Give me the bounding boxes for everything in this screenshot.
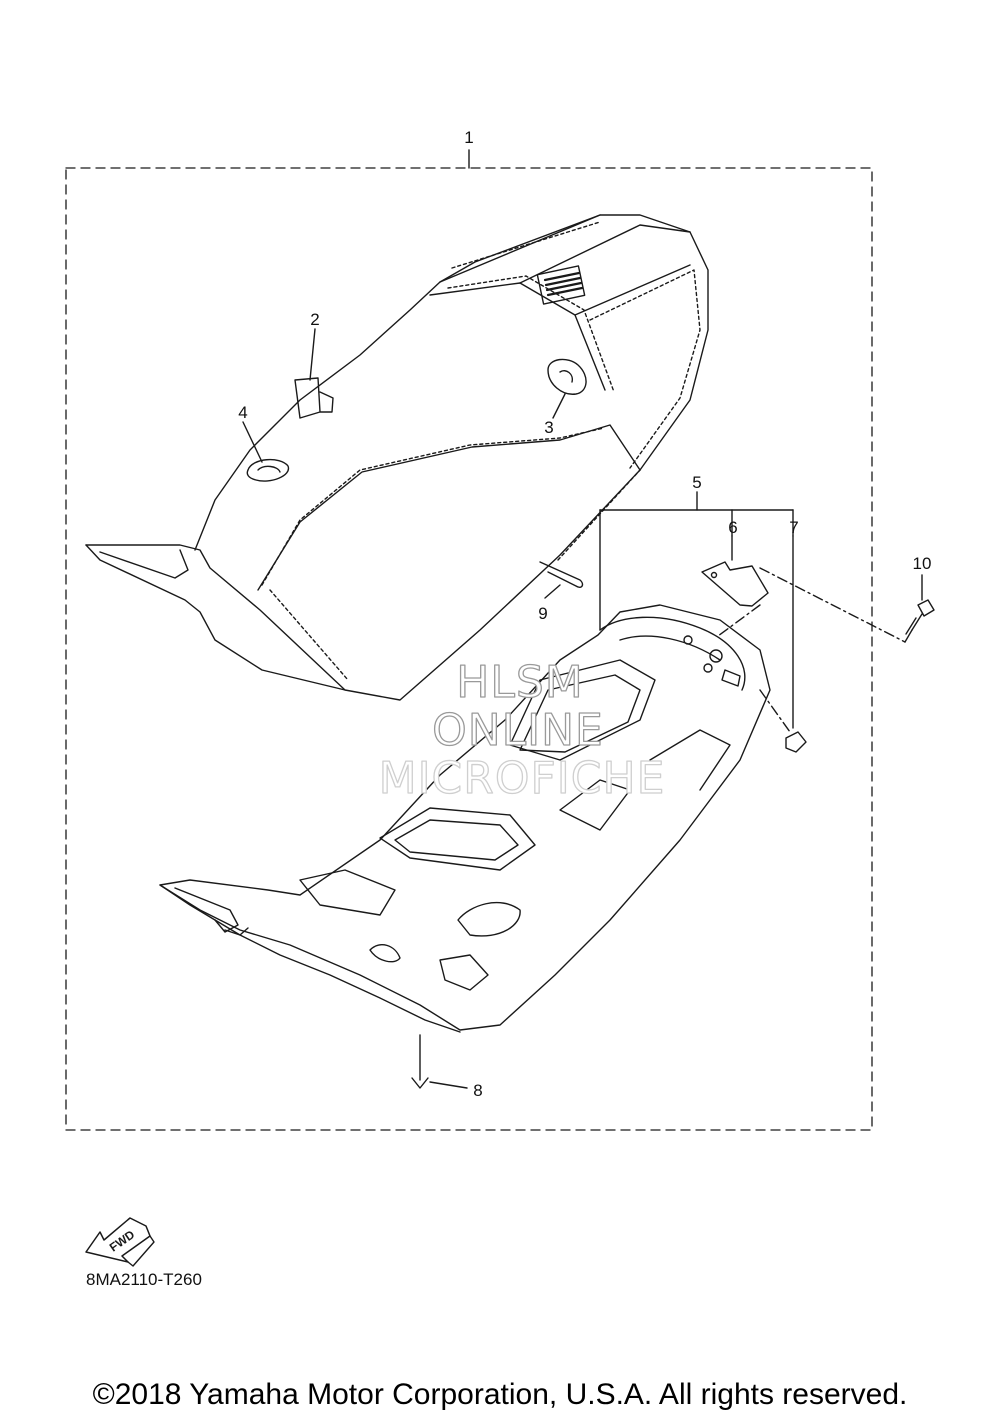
part-9-clip xyxy=(539,561,584,589)
callout-10: 10 xyxy=(913,554,932,573)
callout-8: 8 xyxy=(473,1081,482,1100)
part-2-strap xyxy=(294,377,334,419)
watermark-line-2: ONLINE xyxy=(432,705,604,756)
callout-1: 1 xyxy=(464,128,473,147)
callout-3: 3 xyxy=(544,418,553,437)
seat-base xyxy=(159,604,771,1033)
watermark-line-3: MICROFICHE xyxy=(379,753,666,804)
part-6-plate xyxy=(701,561,769,607)
part-3-handle xyxy=(547,358,587,395)
callout-7: 7 xyxy=(789,518,798,537)
watermark: HLSM ONLINE MICROFICHE xyxy=(378,656,666,804)
forward-arrow-icon: FWD xyxy=(85,1217,155,1267)
callout-9: 9 xyxy=(538,604,547,623)
callout-6: 6 xyxy=(728,518,737,537)
watermark-line-1: HLSM xyxy=(456,657,584,708)
part-4-grommet xyxy=(246,459,290,482)
part-10-bolt xyxy=(905,599,935,635)
part-8-clip xyxy=(411,1077,429,1089)
callout-4: 4 xyxy=(238,403,247,422)
callout-2: 2 xyxy=(310,310,319,329)
part-7-nut xyxy=(785,731,807,753)
callout-5: 5 xyxy=(692,473,701,492)
diagram-code: 8MA2110-T260 xyxy=(86,1270,202,1289)
assembly-boundary xyxy=(65,167,873,1131)
copyright-notice: ©2018 Yamaha Motor Corporation, U.S.A. A… xyxy=(92,1378,908,1411)
seat-assembly xyxy=(85,214,709,701)
